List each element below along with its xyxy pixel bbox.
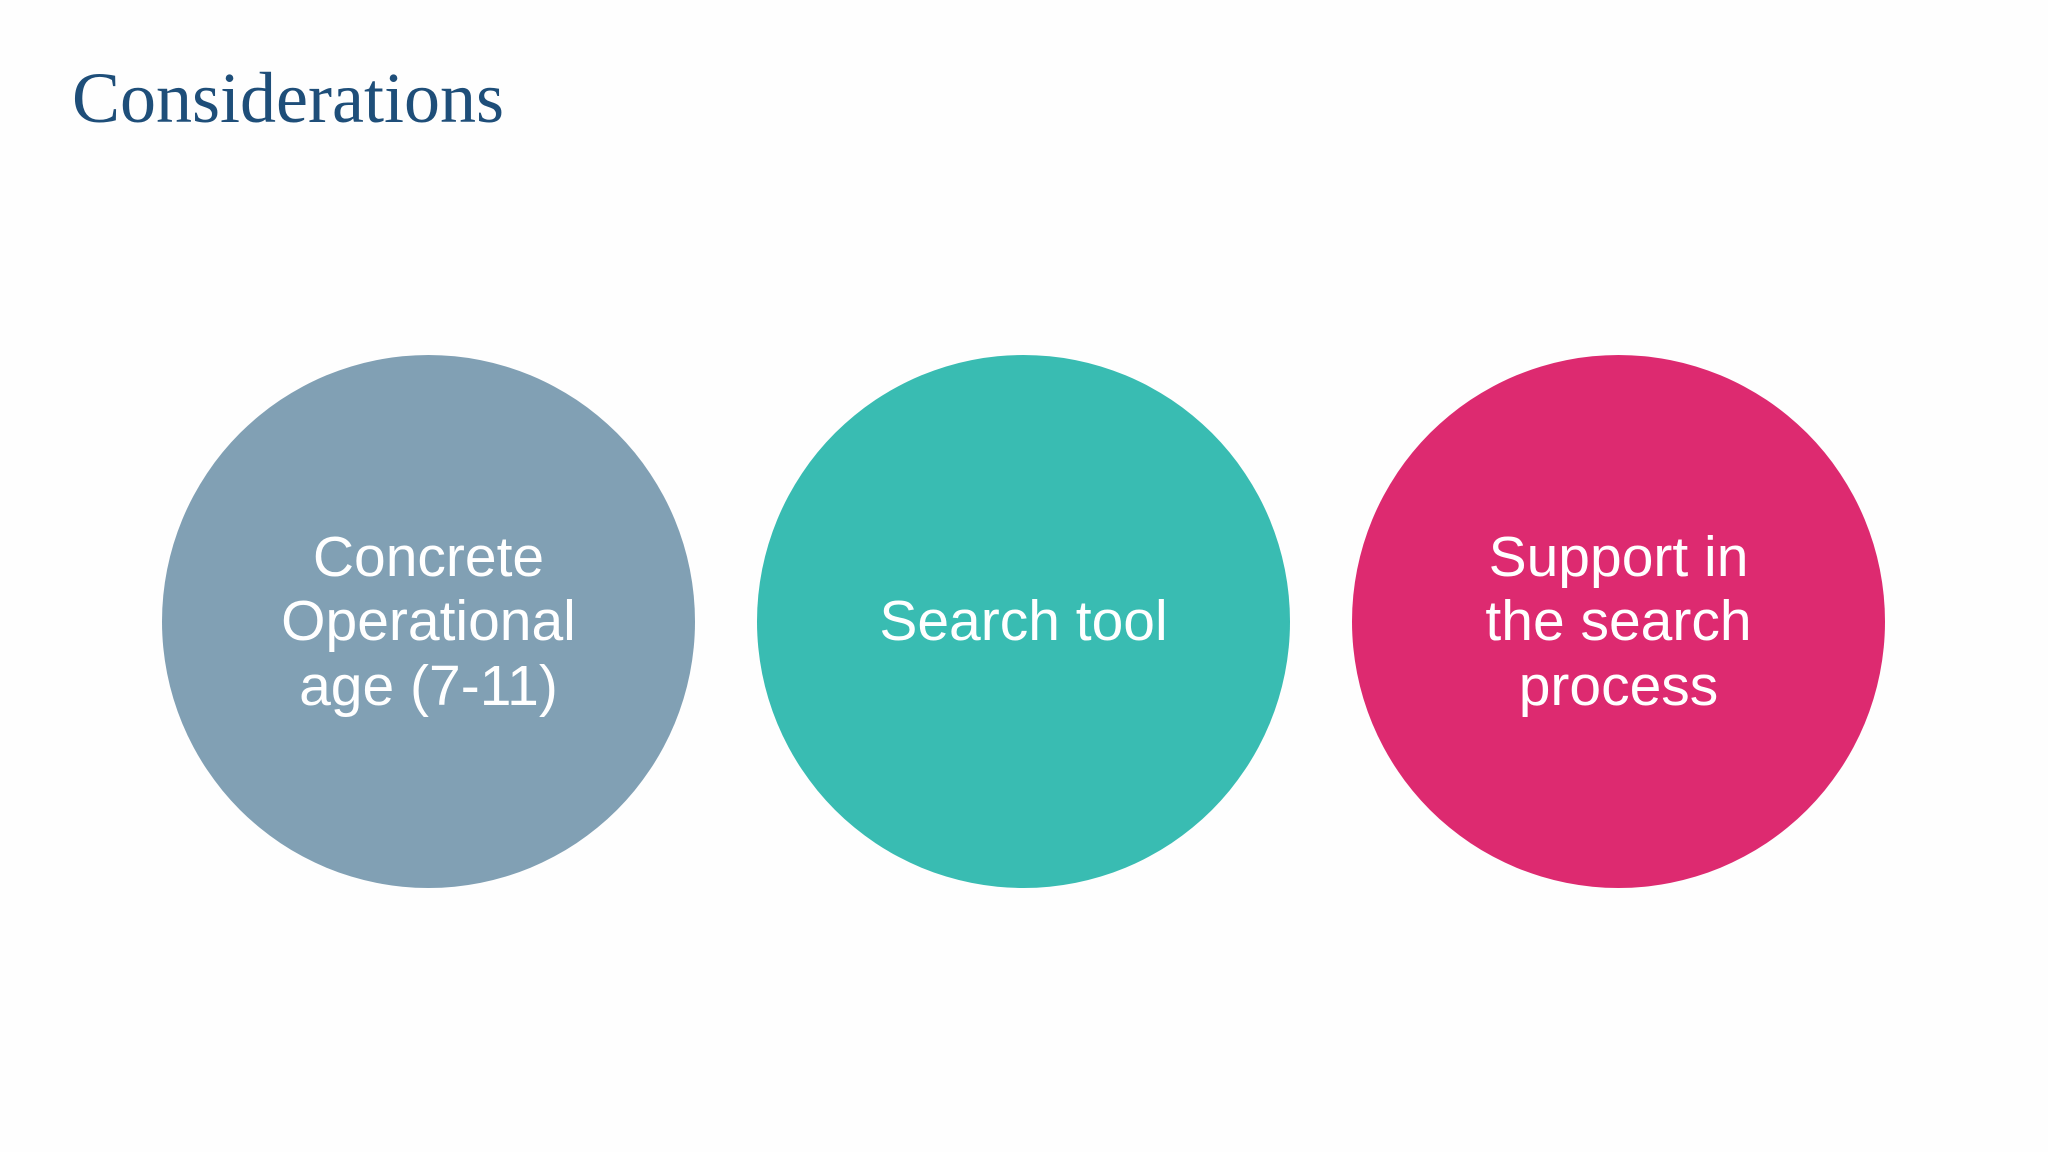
circle-search-tool: Search tool <box>757 355 1290 888</box>
circle-support-search-process: Support in the search process <box>1352 355 1885 888</box>
circle-concrete-operational-age: Concrete Operational age (7-11) <box>162 355 695 888</box>
circle-label-search-tool: Search tool <box>879 589 1168 654</box>
circles-row: Concrete Operational age (7-11) Search t… <box>162 355 1885 888</box>
circle-label-concrete-operational-age: Concrete Operational age (7-11) <box>281 524 576 718</box>
slide-title: Considerations <box>72 58 504 138</box>
circle-label-support-search-process: Support in the search process <box>1485 524 1752 718</box>
